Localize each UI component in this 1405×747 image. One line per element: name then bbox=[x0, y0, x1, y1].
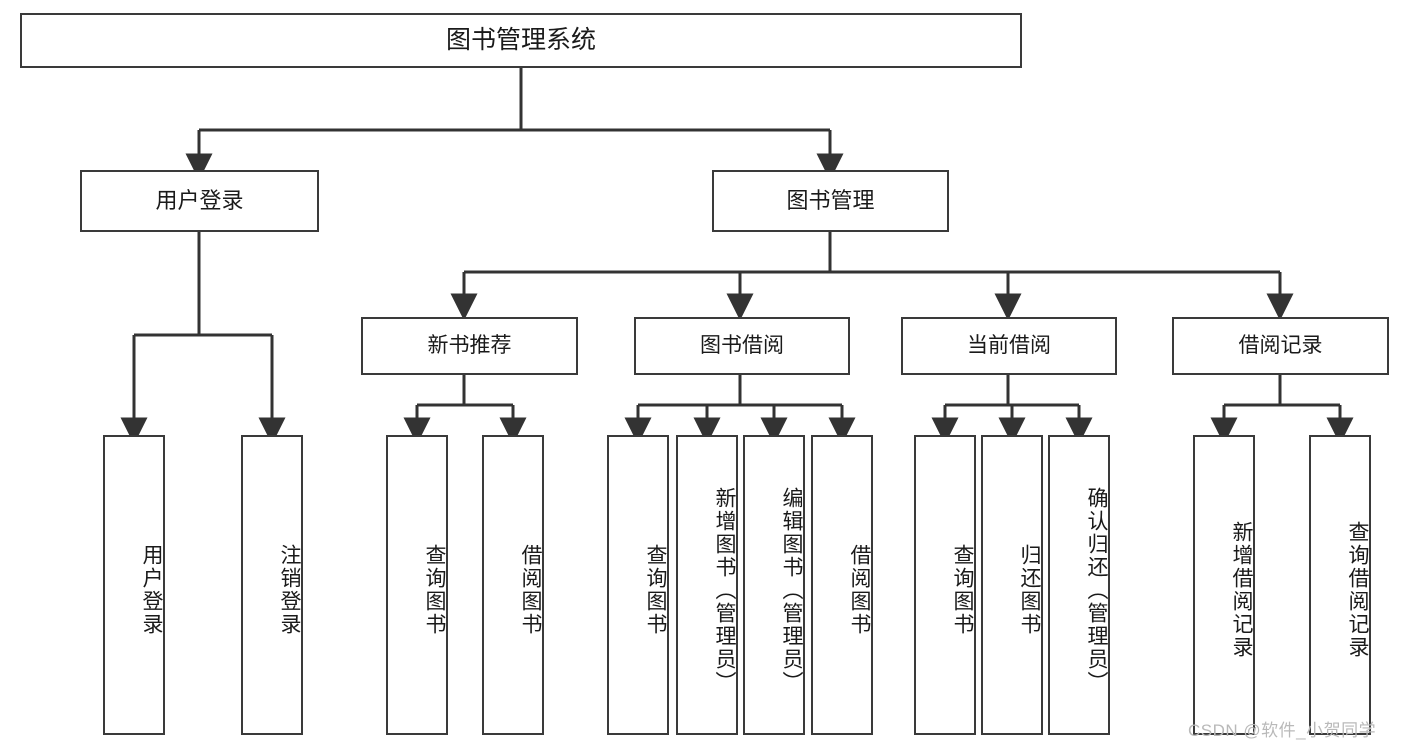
leaf-label: 新增图书（管理员） bbox=[713, 486, 736, 694]
leaf-label: 新增借阅记录 bbox=[1230, 521, 1253, 659]
node-root[interactable]: 图书管理系统 bbox=[20, 13, 1022, 68]
node-book-management-label: 图书管理 bbox=[786, 188, 875, 214]
leaf-label: 查询图书 bbox=[951, 544, 974, 636]
leaf-label: 归还图书 bbox=[1018, 544, 1041, 636]
leaf-records-add-record[interactable]: 新增借阅记录 bbox=[1193, 435, 1255, 735]
leaf-records-query-record[interactable]: 查询借阅记录 bbox=[1309, 435, 1371, 735]
node-current-borrow-label: 当前借阅 bbox=[967, 333, 1051, 357]
leaf-borrow-add-book[interactable]: 新增图书（管理员） bbox=[676, 435, 738, 735]
node-new-book-recommend[interactable]: 新书推荐 bbox=[361, 317, 578, 375]
node-book-borrow-label: 图书借阅 bbox=[700, 333, 784, 357]
leaf-label: 编辑图书（管理员） bbox=[780, 486, 803, 694]
leaf-user-login-signout[interactable]: 注销登录 bbox=[241, 435, 303, 735]
leaf-label: 借阅图书 bbox=[519, 544, 542, 636]
leaf-current-confirm-return[interactable]: 确认归还（管理员） bbox=[1048, 435, 1110, 735]
leaf-label: 确认归还（管理员） bbox=[1085, 486, 1108, 694]
leaf-borrow-query-book[interactable]: 查询图书 bbox=[607, 435, 669, 735]
node-root-label: 图书管理系统 bbox=[445, 26, 596, 55]
leaf-label: 用户登录 bbox=[140, 544, 163, 636]
leaf-current-return-book[interactable]: 归还图书 bbox=[981, 435, 1043, 735]
node-borrow-records[interactable]: 借阅记录 bbox=[1172, 317, 1389, 375]
leaf-label: 查询图书 bbox=[423, 544, 446, 636]
leaf-new-book-borrow[interactable]: 借阅图书 bbox=[482, 435, 544, 735]
leaf-borrow-edit-book[interactable]: 编辑图书（管理员） bbox=[743, 435, 805, 735]
leaf-label: 查询借阅记录 bbox=[1346, 521, 1369, 659]
node-book-management[interactable]: 图书管理 bbox=[712, 170, 949, 232]
leaf-current-query-book[interactable]: 查询图书 bbox=[914, 435, 976, 735]
leaf-new-book-query[interactable]: 查询图书 bbox=[386, 435, 448, 735]
node-user-login[interactable]: 用户登录 bbox=[80, 170, 319, 232]
node-borrow-records-label: 借阅记录 bbox=[1238, 333, 1323, 357]
node-new-book-recommend-label: 新书推荐 bbox=[427, 333, 512, 357]
leaf-label: 借阅图书 bbox=[848, 544, 871, 636]
leaf-borrow-borrow-book[interactable]: 借阅图书 bbox=[811, 435, 873, 735]
node-user-login-label: 用户登录 bbox=[155, 188, 244, 214]
watermark: CSDN @软件_小贺同学 bbox=[1188, 721, 1377, 740]
leaf-user-login-signin[interactable]: 用户登录 bbox=[103, 435, 165, 735]
leaf-label: 注销登录 bbox=[278, 544, 301, 636]
node-current-borrow[interactable]: 当前借阅 bbox=[901, 317, 1117, 375]
node-book-borrow[interactable]: 图书借阅 bbox=[634, 317, 850, 375]
leaf-label: 查询图书 bbox=[644, 544, 667, 636]
